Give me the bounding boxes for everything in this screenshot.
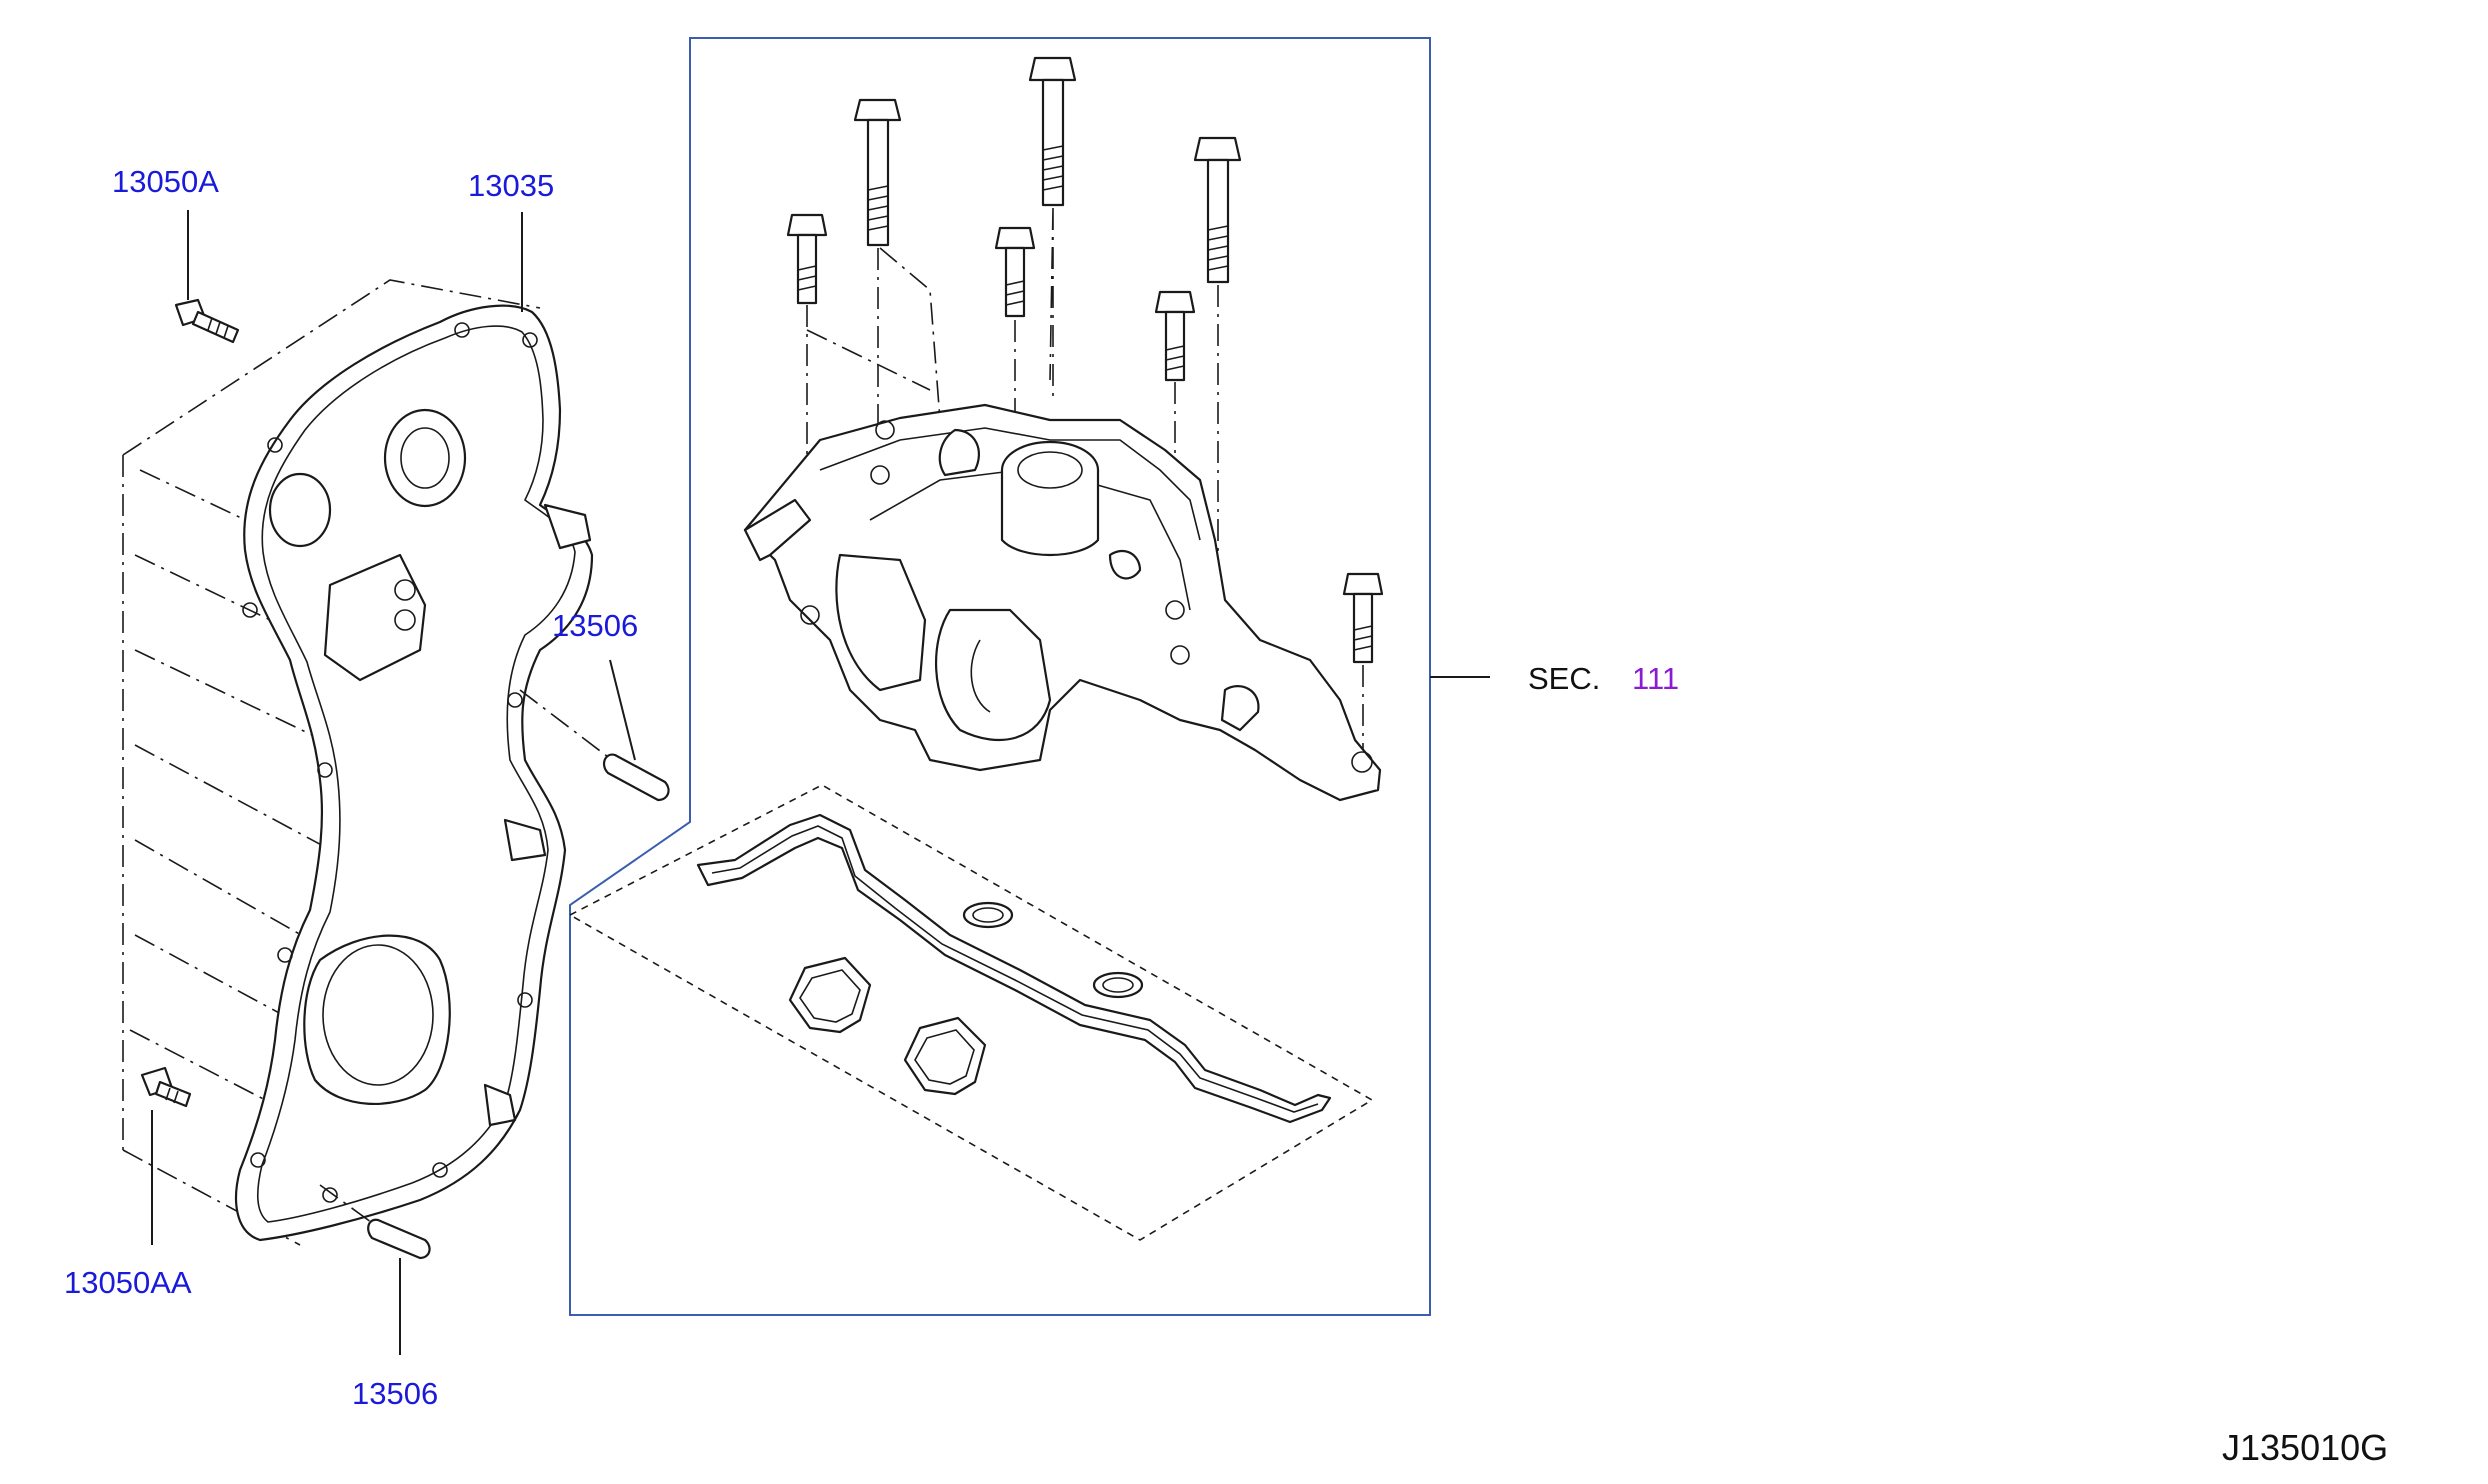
- dowel-pin-13506-lower: [319, 1184, 431, 1260]
- callout-13050a: 13050A: [112, 164, 219, 199]
- callout-13035: 13035: [468, 168, 554, 203]
- section-reference-label: SEC.: [1528, 661, 1600, 696]
- dowel-pin-13506-upper: [519, 689, 670, 802]
- callout-13506-upper: 13506: [552, 608, 638, 643]
- gasket-group: [568, 784, 1374, 1241]
- section-frame: [569, 37, 1490, 1316]
- cover-gasket: [696, 813, 1332, 1124]
- bolt-13050aa: [140, 1066, 192, 1108]
- front-cover-group: [122, 210, 670, 1355]
- drawing-code: J135010G: [2222, 1427, 2388, 1468]
- cylinder-head-cover: [743, 403, 1382, 802]
- cylinder-head-cover-group: [743, 56, 1384, 802]
- section-reference-link[interactable]: 111: [1632, 661, 1679, 696]
- callout-13050aa: 13050AA: [64, 1265, 192, 1300]
- cover-bolts: [786, 56, 1384, 664]
- callout-13506-lower: 13506: [352, 1376, 438, 1411]
- bolt-13050a: [174, 298, 240, 344]
